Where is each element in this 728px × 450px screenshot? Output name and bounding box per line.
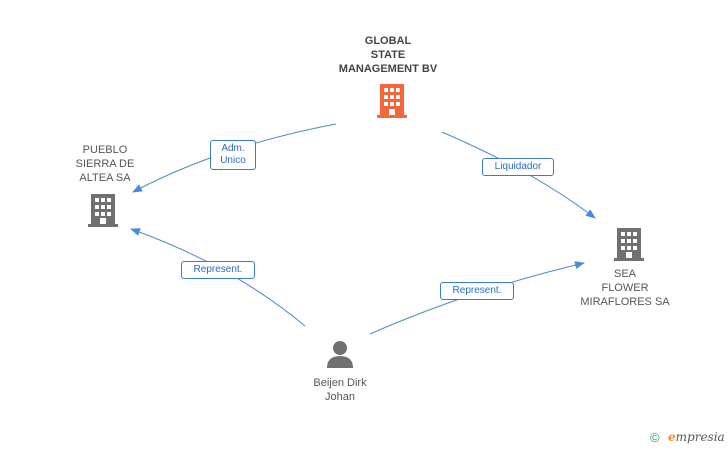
building-icon bbox=[377, 84, 407, 118]
copyright-symbol: © bbox=[650, 430, 660, 445]
empresia-logo-text: mpresia bbox=[675, 430, 725, 444]
empresia-logo: empresia bbox=[668, 430, 725, 444]
node-label-sea-flower-miraflores-sa[interactable]: SEA FLOWER MIRAFLORES SA bbox=[580, 268, 670, 308]
edge-label-adm-unico: Adm. Unico bbox=[210, 140, 256, 170]
empresia-logo-e: e bbox=[668, 430, 676, 444]
node-label-global-state-management-bv[interactable]: GLOBAL STATE MANAGEMENT BV bbox=[338, 35, 438, 75]
person-icon bbox=[327, 341, 353, 368]
building-icon bbox=[88, 194, 118, 227]
edge-label-represent-right: Represent. bbox=[440, 282, 514, 300]
edge-label-liquidador: Liquidador bbox=[482, 158, 554, 176]
node-label-pueblo-sierra-de-altea-sa[interactable]: PUEBLO SIERRA DE ALTEA SA bbox=[75, 144, 135, 184]
node-label-beijen-dirk-johan[interactable]: Beijen Dirk Johan bbox=[313, 377, 367, 403]
building-icon bbox=[614, 228, 644, 261]
edge-label-represent-left: Represent. bbox=[181, 261, 255, 279]
